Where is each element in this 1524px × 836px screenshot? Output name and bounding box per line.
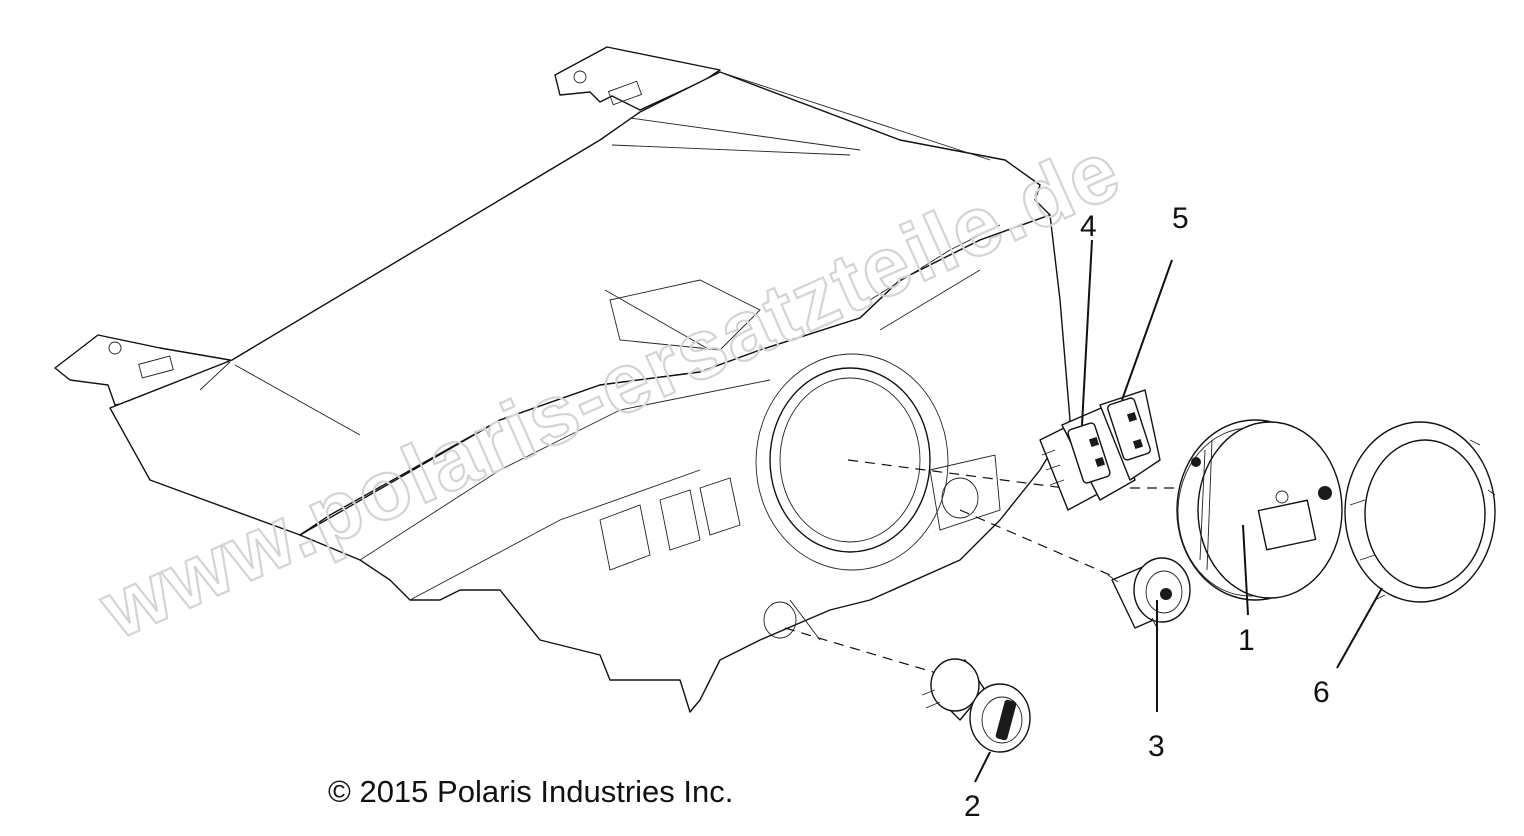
dashboard-panel <box>54 46 1071 713</box>
ignition-switch <box>921 658 1031 753</box>
gauge-bezel <box>1344 421 1496 603</box>
copyright-notice: © 2015 Polaris Industries Inc. <box>328 774 734 809</box>
callout-6: 6 <box>1313 676 1330 709</box>
callout-4: 4 <box>1080 210 1097 243</box>
rocker-switches <box>1039 389 1161 511</box>
callout-5: 5 <box>1172 202 1189 235</box>
callout-1: 1 <box>1238 624 1255 657</box>
leader-lines <box>974 239 1383 783</box>
callout-2: 2 <box>964 790 981 823</box>
callout-3: 3 <box>1148 730 1165 763</box>
power-outlet <box>1107 557 1191 631</box>
gauge <box>1176 419 1343 601</box>
